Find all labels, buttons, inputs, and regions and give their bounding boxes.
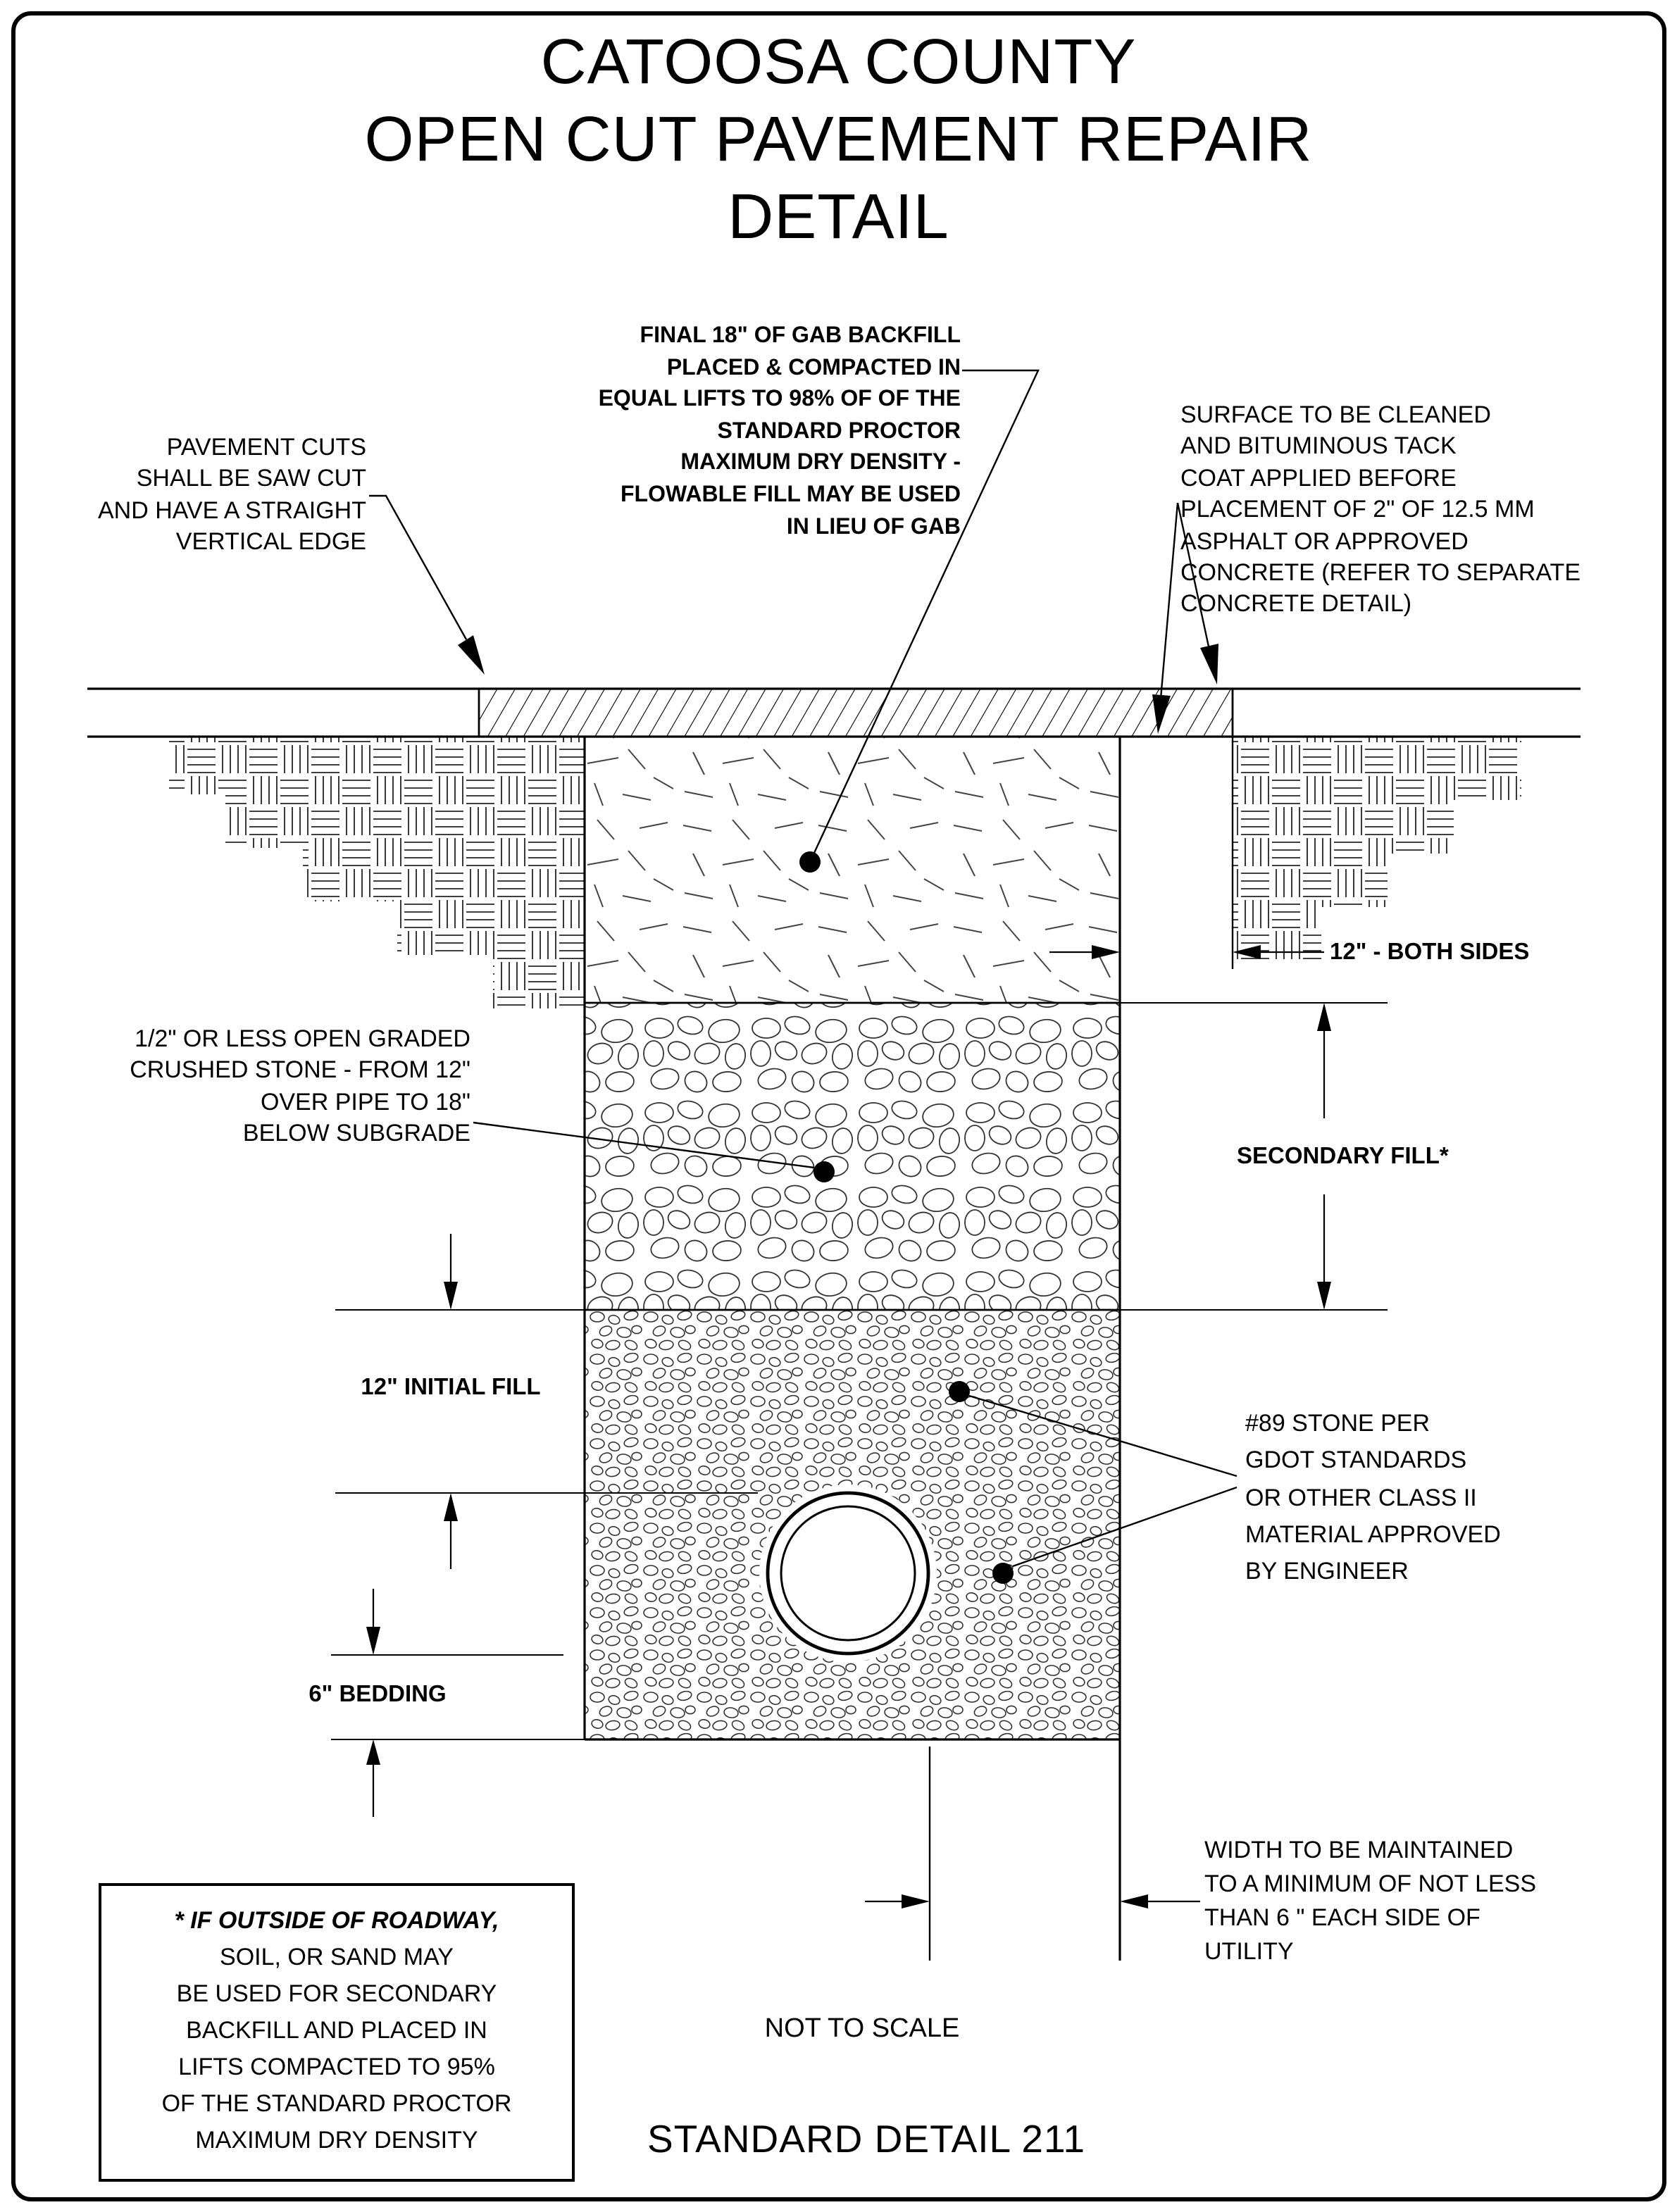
crushed-stone-leader [473, 1121, 815, 1169]
arrowhead-up [1317, 1003, 1331, 1031]
footnote-heading: * IF OUTSIDE OF ROADWAY, [174, 1907, 499, 1934]
leader-lines [369, 369, 1238, 1568]
surface-leader-2 [1176, 502, 1210, 647]
existing-soil-right [1233, 737, 1521, 961]
stone89-leader-1 [968, 1394, 1238, 1477]
gab-backfill-leader [809, 369, 1040, 863]
pipe-inner-wall [780, 1505, 916, 1642]
arrowhead-up [444, 1493, 458, 1521]
structure-lines [87, 687, 1581, 1961]
existing-soil [169, 737, 1521, 1008]
callout-dots [799, 851, 1014, 1584]
leader-arrowheads [458, 635, 1218, 734]
arrowhead-right [1092, 945, 1120, 959]
pavement-cuts-leader [369, 494, 468, 640]
label-initial-fill: 12" INITIAL FILL [361, 1375, 541, 1400]
dimension-lines [372, 951, 1326, 1903]
stone89-leader-2 [1012, 1486, 1238, 1568]
label-both-sides: 12" - BOTH SIDES [1330, 939, 1530, 965]
pipe [759, 1485, 937, 1662]
trench-layers [585, 737, 1120, 1739]
annotation-pavement-cuts: PAVEMENT CUTS SHALL BE SAW CUT AND HAVE … [97, 434, 366, 556]
dimension-arrowheads [366, 945, 1331, 1908]
arrowhead-down [1317, 1282, 1331, 1310]
annotation-surface-treatment: SURFACE TO BE CLEANED AND BITUMINOUS TAC… [1180, 401, 1581, 618]
sheet-border [11, 11, 1666, 2201]
annotation-stone-89: #89 STONE PER GDOT STANDARDS OR OTHER CL… [1245, 1410, 1501, 1585]
surface-leader-1 [1159, 502, 1179, 699]
surface-arrowhead-2 [1200, 644, 1218, 685]
arrowhead-right [902, 1894, 930, 1908]
arrowhead-left [1120, 1894, 1148, 1908]
footnote-box: * IF OUTSIDE OF ROADWAY, SOIL, OR SAND M… [99, 1883, 575, 2182]
detail-number: STANDARD DETAIL 211 [647, 2117, 1086, 2161]
crushed-stone-callout-dot [813, 1161, 835, 1182]
footnote-body: SOIL, OR SAND MAY BE USED FOR SECONDARY … [161, 1944, 512, 2154]
gab-backfill-layer [585, 737, 1120, 1003]
arrowhead-left [1233, 945, 1261, 959]
label-secondary-fill: SECONDARY FILL* [1237, 1144, 1449, 1169]
arrowhead-down [444, 1282, 458, 1310]
stone89-callout-dot [992, 1563, 1014, 1584]
saw-cut-arrowhead [458, 635, 485, 675]
arrowhead-down [366, 1627, 380, 1655]
surface-arrowhead-1 [1152, 694, 1171, 734]
arrowhead-up [366, 1739, 380, 1765]
label-bedding: 6" BEDDING [308, 1682, 447, 1707]
stone89-callout-dot [949, 1381, 970, 1402]
annotation-crushed-stone: 1/2" OR LESS OPEN GRADED CRUSHED STONE -… [130, 1025, 470, 1147]
annotation-gab-backfill: FINAL 18" OF GAB BACKFILL PLACED & COMPA… [598, 324, 961, 539]
asphalt-patch [478, 687, 1234, 738]
existing-soil-left [169, 737, 585, 1008]
drawing-title: CATOOSA COUNTY OPEN CUT PAVEMENT REPAIR … [364, 25, 1313, 252]
gab-callout-dot [799, 851, 821, 873]
annotation-width-note: WIDTH TO BE MAINTAINED TO A MINIMUM OF N… [1204, 1837, 1537, 1965]
secondary-fill-layer [585, 1003, 1120, 1310]
scale-note: NOT TO SCALE [764, 2014, 960, 2044]
